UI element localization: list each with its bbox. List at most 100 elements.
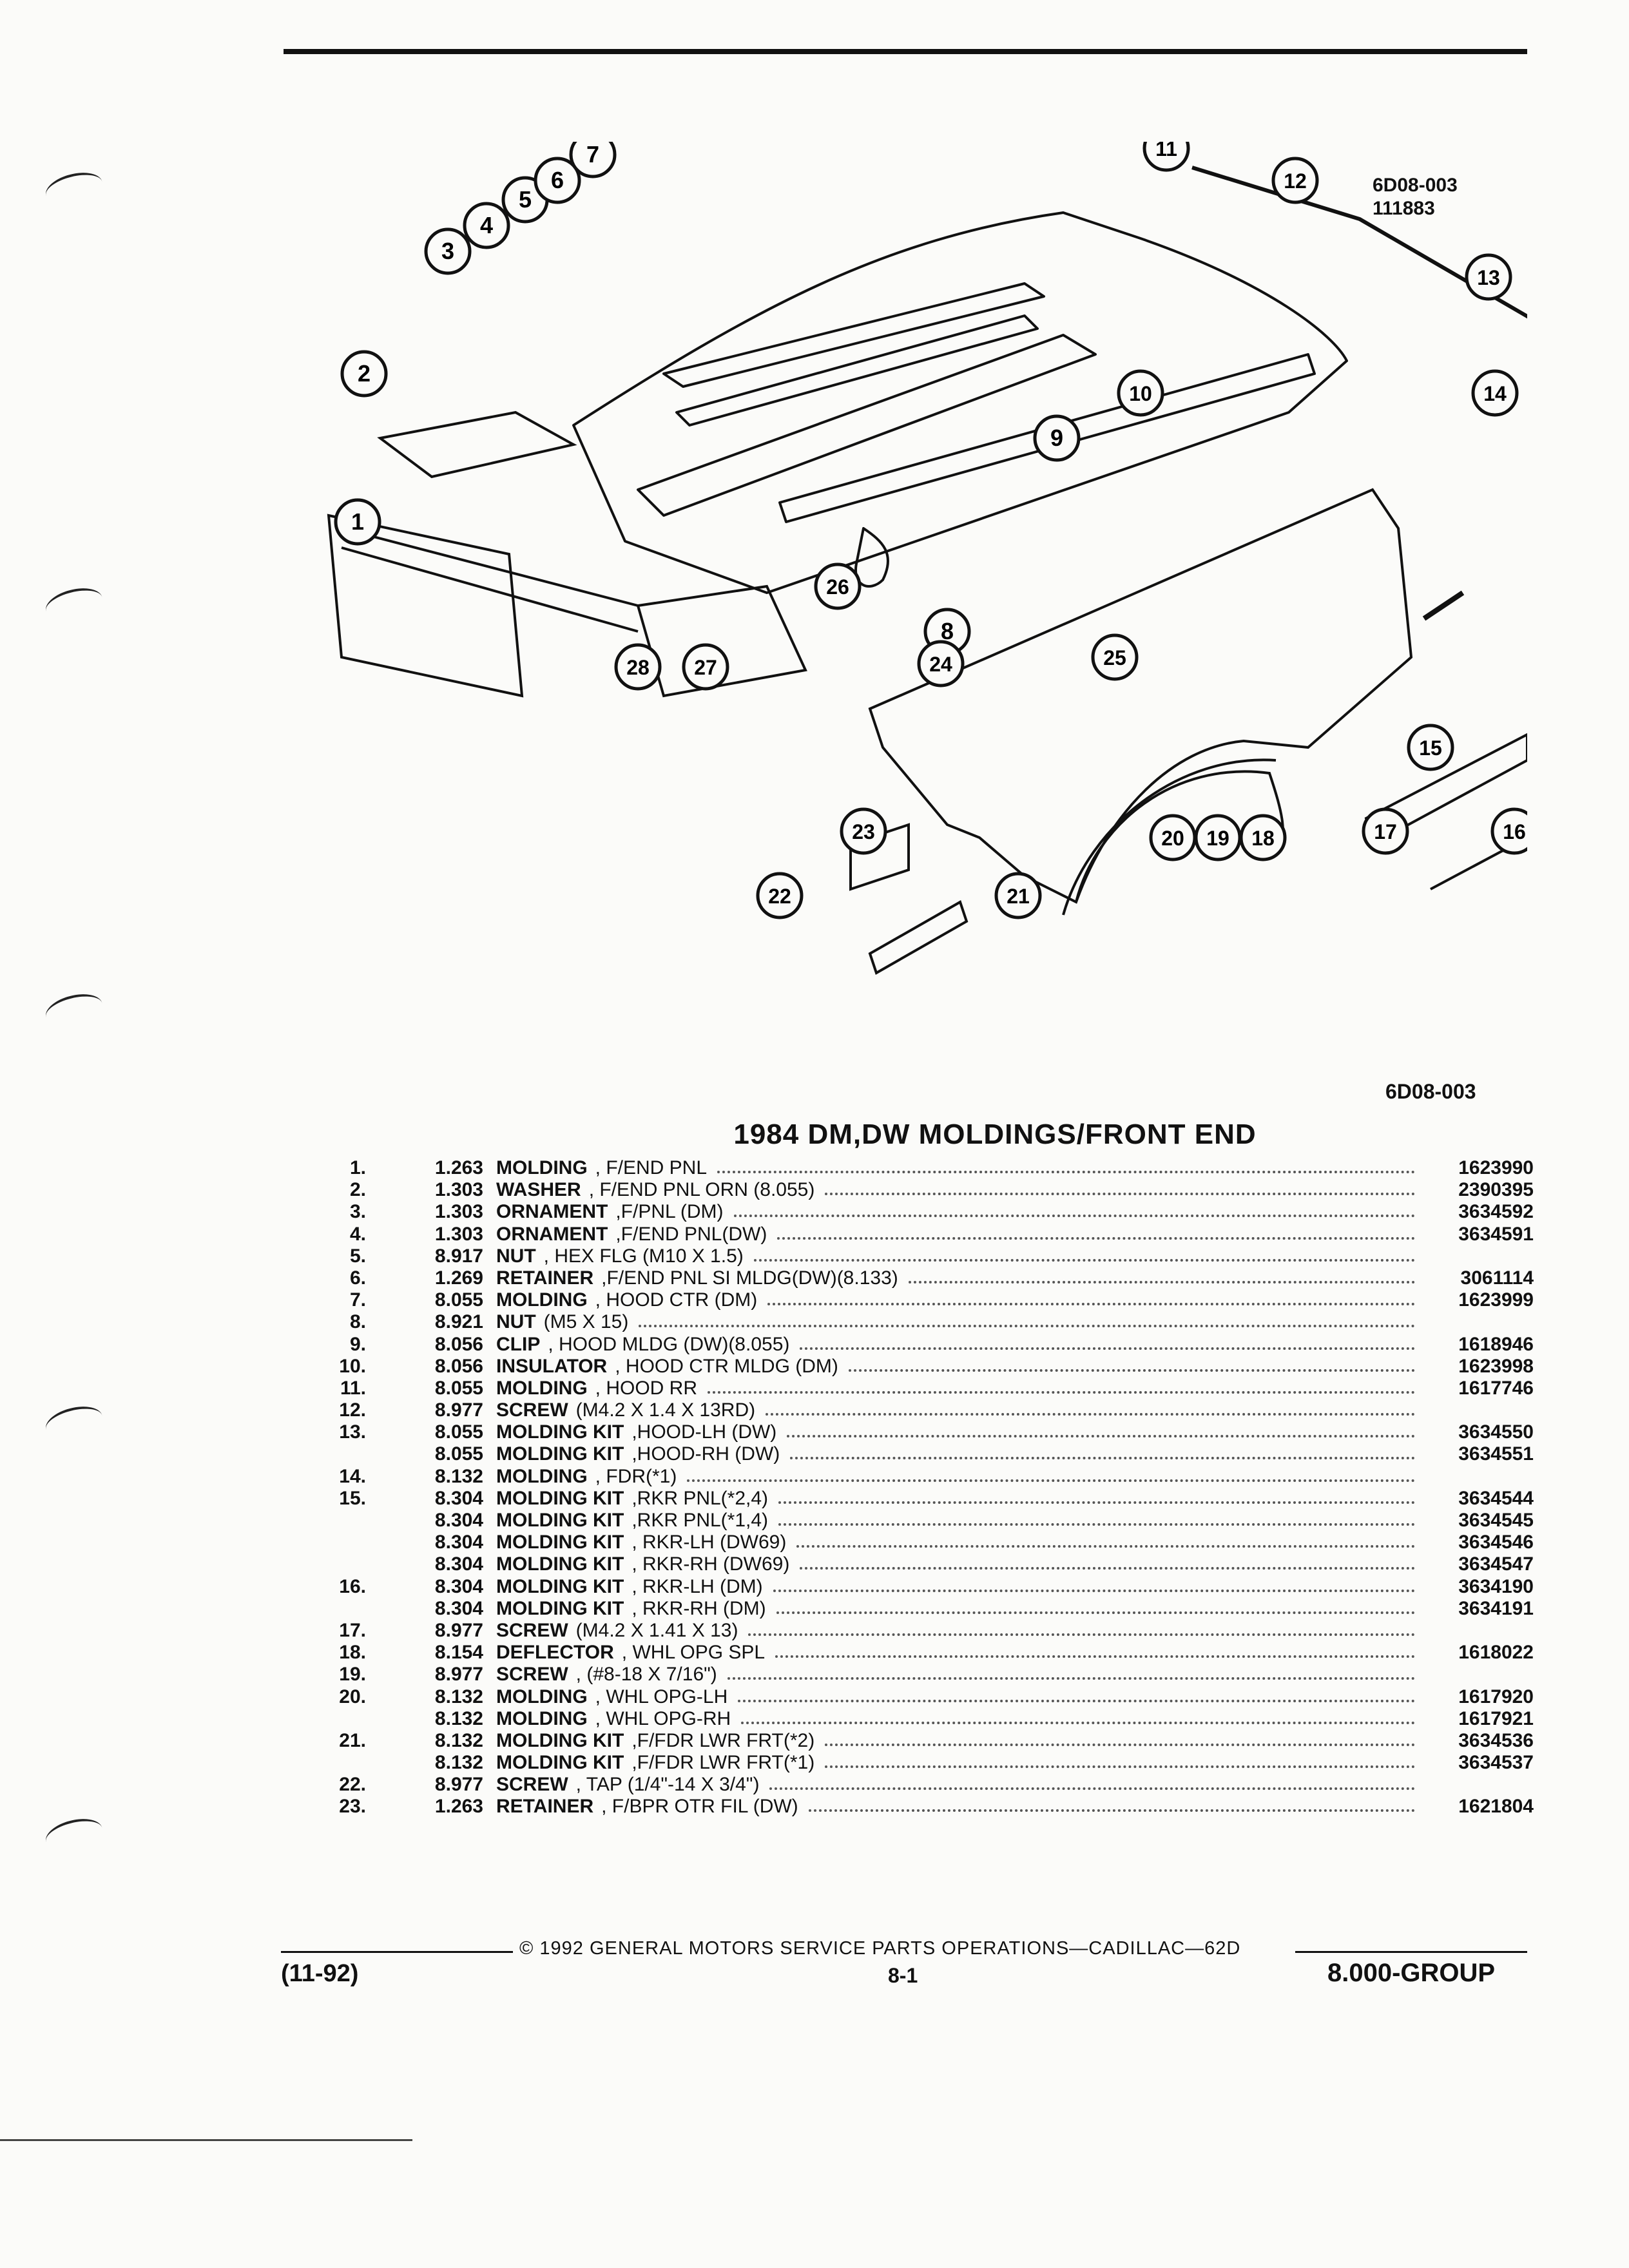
callout-circle [994, 872, 1042, 919]
part-index: 19. [339, 1664, 366, 1686]
part-index: 22. [339, 1774, 366, 1796]
part-index: 23. [339, 1796, 366, 1818]
part-index: 14. [339, 1465, 366, 1487]
binder-hole-mark [42, 1401, 106, 1445]
part-index: 3. [349, 1201, 366, 1223]
part-name-line: SCREW(M4.2 X 1.4 X 13RD) [496, 1399, 1424, 1421]
figure-code-bottom: 6D08-003 [1385, 1080, 1476, 1103]
part-name: MOLDING [496, 1686, 588, 1707]
footer-page-number: 8-1 [888, 1964, 918, 1987]
part-description: ,RKR PNL(*2,4) [631, 1487, 769, 1509]
dot-leader [778, 1510, 1415, 1526]
part-number: 1623990 [1458, 1157, 1534, 1178]
part-description: , RKR-RH (DW69) [631, 1553, 790, 1575]
part-name: MOLDING KIT [496, 1575, 624, 1597]
footer-group: 8.000-GROUP [1327, 1959, 1496, 1987]
part-index: 15. [339, 1487, 366, 1509]
callout-circle [463, 202, 510, 249]
callout-circle [756, 872, 804, 919]
part-name: MOLDING KIT [496, 1597, 624, 1619]
dot-leader [738, 1686, 1415, 1702]
hood-drawing [572, 166, 1527, 594]
binder-hole-mark [42, 988, 106, 1032]
callout-label: 11 [1155, 142, 1177, 160]
callout-circle [1471, 369, 1519, 417]
dot-leader [741, 1708, 1415, 1724]
dot-leader [796, 1532, 1415, 1548]
part-number: 2390395 [1458, 1179, 1534, 1201]
callout-circle [1091, 633, 1139, 681]
part-description: , HOOD CTR (DM) [595, 1289, 758, 1311]
part-group: 8.132 [434, 1686, 483, 1707]
part-name-line: RETAINER, F/BPR OTR FIL (DW) [496, 1796, 1424, 1818]
callout-circle [1407, 724, 1454, 771]
callout-label: 1 [351, 508, 364, 535]
footer-date: (11-92) [281, 1960, 359, 1987]
figure-serial: 111883 [1373, 198, 1435, 219]
part-name-line: MOLDING, WHL OPG-RH [496, 1708, 1424, 1730]
callout-circle [917, 640, 965, 687]
part-index: 11. [340, 1377, 366, 1399]
part-group: 8.304 [434, 1487, 483, 1509]
part-name: MOLDING KIT [496, 1729, 624, 1751]
part-group: 8.132 [434, 1752, 483, 1774]
part-number: 3634591 [1458, 1223, 1534, 1245]
dot-leader [808, 1796, 1415, 1812]
part-group: 8.056 [434, 1355, 483, 1377]
part-index: 18. [339, 1642, 366, 1664]
part-description: (M5 X 15) [543, 1311, 629, 1333]
dot-leader [777, 1224, 1415, 1240]
part-description: , FDR(*1) [595, 1465, 677, 1487]
part-name: ORNAMENT [496, 1201, 608, 1223]
callout-label: 16 [1503, 820, 1526, 843]
part-description: ,F/END PNL SI MLDG(DW)(8.133) [601, 1267, 898, 1289]
part-name-line: MOLDING KIT , RKR-RH (DM) [496, 1598, 1424, 1620]
dot-leader [800, 1553, 1415, 1570]
part-number: 1617746 [1458, 1377, 1534, 1399]
callout-circle [1149, 814, 1197, 861]
callout-label: 6 [551, 167, 564, 193]
part-group: 8.056 [434, 1333, 483, 1355]
dot-leader [848, 1356, 1415, 1372]
dot-leader [687, 1466, 1415, 1482]
part-description: ,HOOD-RH (DW) [631, 1443, 780, 1465]
part-number: 3634545 [1458, 1510, 1534, 1531]
callout-label: 17 [1374, 820, 1397, 843]
part-name: WASHER [496, 1179, 581, 1201]
callout-label: 8 [941, 618, 954, 644]
part-name-line: RETAINER,F/END PNL SI MLDG(DW)(8.133) [496, 1267, 1424, 1289]
figure-code-top: 6D08-003 [1373, 175, 1458, 196]
part-name-line: SCREW, TAP (1/4"-14 X 3/4") [496, 1774, 1424, 1796]
part-description: , RKR-RH (DM) [631, 1597, 766, 1619]
callout-circle [534, 157, 581, 204]
part-description: , HOOD CTR MLDG (DM) [615, 1355, 838, 1377]
part-name: SCREW [496, 1619, 568, 1641]
part-number: 1617920 [1458, 1686, 1534, 1707]
callout-circle [814, 562, 862, 610]
part-group: 8.154 [434, 1642, 483, 1664]
part-group: 8.917 [434, 1245, 483, 1267]
part-name: MOLDING KIT [496, 1421, 624, 1443]
part-name-line: INSULATOR, HOOD CTR MLDG (DM) [496, 1356, 1424, 1378]
callout-label: 21 [1007, 885, 1030, 908]
part-group: 8.055 [434, 1443, 483, 1465]
part-name-line: MOLDING, WHL OPG-LH [496, 1686, 1424, 1708]
part-description: , HEX FLG (M10 X 1.5) [543, 1245, 744, 1267]
callout-label: 9 [1050, 425, 1063, 451]
binder-hole-mark [42, 582, 106, 626]
part-number: 1618022 [1458, 1642, 1534, 1664]
callout-label: 27 [694, 656, 717, 679]
part-group: 1.303 [434, 1223, 483, 1245]
part-number: 3634592 [1458, 1201, 1534, 1223]
dot-leader [717, 1157, 1415, 1173]
